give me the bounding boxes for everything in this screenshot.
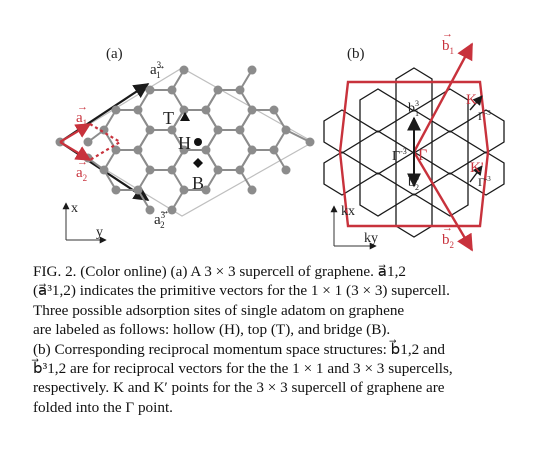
caption-line-3: Three possible adsorption sites of singl… <box>33 301 405 319</box>
axes-xy: x y <box>62 201 107 244</box>
arrow-over-a2-3: → <box>159 205 170 217</box>
label-b2: b2 <box>442 232 454 250</box>
figure-2: (a) <box>55 28 505 252</box>
arrow-over-b1: → <box>442 28 453 40</box>
label-k-prime: K' <box>470 160 484 176</box>
panel-a: (a) <box>55 46 315 244</box>
unit-cell-1x1 <box>59 123 123 161</box>
label-gamma: Γ <box>418 147 427 164</box>
label-gamma-kp: Γ-3 <box>478 175 491 189</box>
vector-a1 <box>59 123 92 143</box>
panel-a-label: (a) <box>106 46 123 62</box>
label-gamma-3: Γ-3 <box>392 147 407 164</box>
caption-line-6: b⃗³1,2 are for reciprocal vectors for th… <box>33 360 453 378</box>
arrow-over-a1: → <box>77 101 88 113</box>
brillouin-zone-tiling <box>323 67 505 238</box>
arrow-over-b2: → <box>442 222 453 234</box>
vector-a2 <box>59 141 92 161</box>
gamma-kp-arrow <box>469 165 483 183</box>
hollow-site-marker <box>194 138 202 146</box>
arrow-over-a1-3: → <box>155 60 166 72</box>
figure-caption: FIG. 2. (Color online) (a) A 3 × 3 super… <box>33 262 533 417</box>
axis-label-y: y <box>96 225 103 240</box>
caption-line-5: (b) Corresponding reciprocal momentum sp… <box>33 340 445 358</box>
brillouin-zone-1x1 <box>338 80 490 228</box>
caption-line-2: (a⃗³1,2) indicates the primitive vectors… <box>33 282 450 300</box>
caption-line-7: respectively. K and K′ points for the 3 … <box>33 379 445 397</box>
caption-line-4: are labeled as follows: hollow (H), top … <box>33 321 391 339</box>
panel-b-label: (b) <box>347 46 365 62</box>
caption-line-8: folded into the Γ point. <box>33 398 173 416</box>
vector-b1 <box>412 42 474 153</box>
axis-label-x: x <box>71 201 78 216</box>
arrow-over-a2: → <box>77 156 88 168</box>
gamma-k-arrow <box>469 95 483 111</box>
label-a2: a2 <box>76 165 87 183</box>
graphene-atoms <box>55 65 315 215</box>
site-label-top: T <box>163 108 174 128</box>
label-b1: b1 <box>442 38 454 56</box>
label-gamma-k: Γ-3 <box>478 109 491 123</box>
top-site-marker <box>180 112 190 121</box>
panel-b: (b) b1 → <box>323 28 505 252</box>
label-a1: a1 <box>76 110 87 128</box>
axis-label-ky: ky <box>364 231 378 246</box>
site-label-hollow: H <box>178 133 191 153</box>
bridge-site-marker <box>193 158 203 168</box>
axes-kxky: kx ky <box>330 204 378 250</box>
vector-b2 <box>412 151 474 252</box>
axis-label-kx: kx <box>341 204 355 219</box>
site-label-bridge: B <box>192 173 204 193</box>
caption-line-1: FIG. 2. (Color online) (a) A 3 × 3 super… <box>33 263 407 280</box>
label-k: K <box>466 92 477 108</box>
